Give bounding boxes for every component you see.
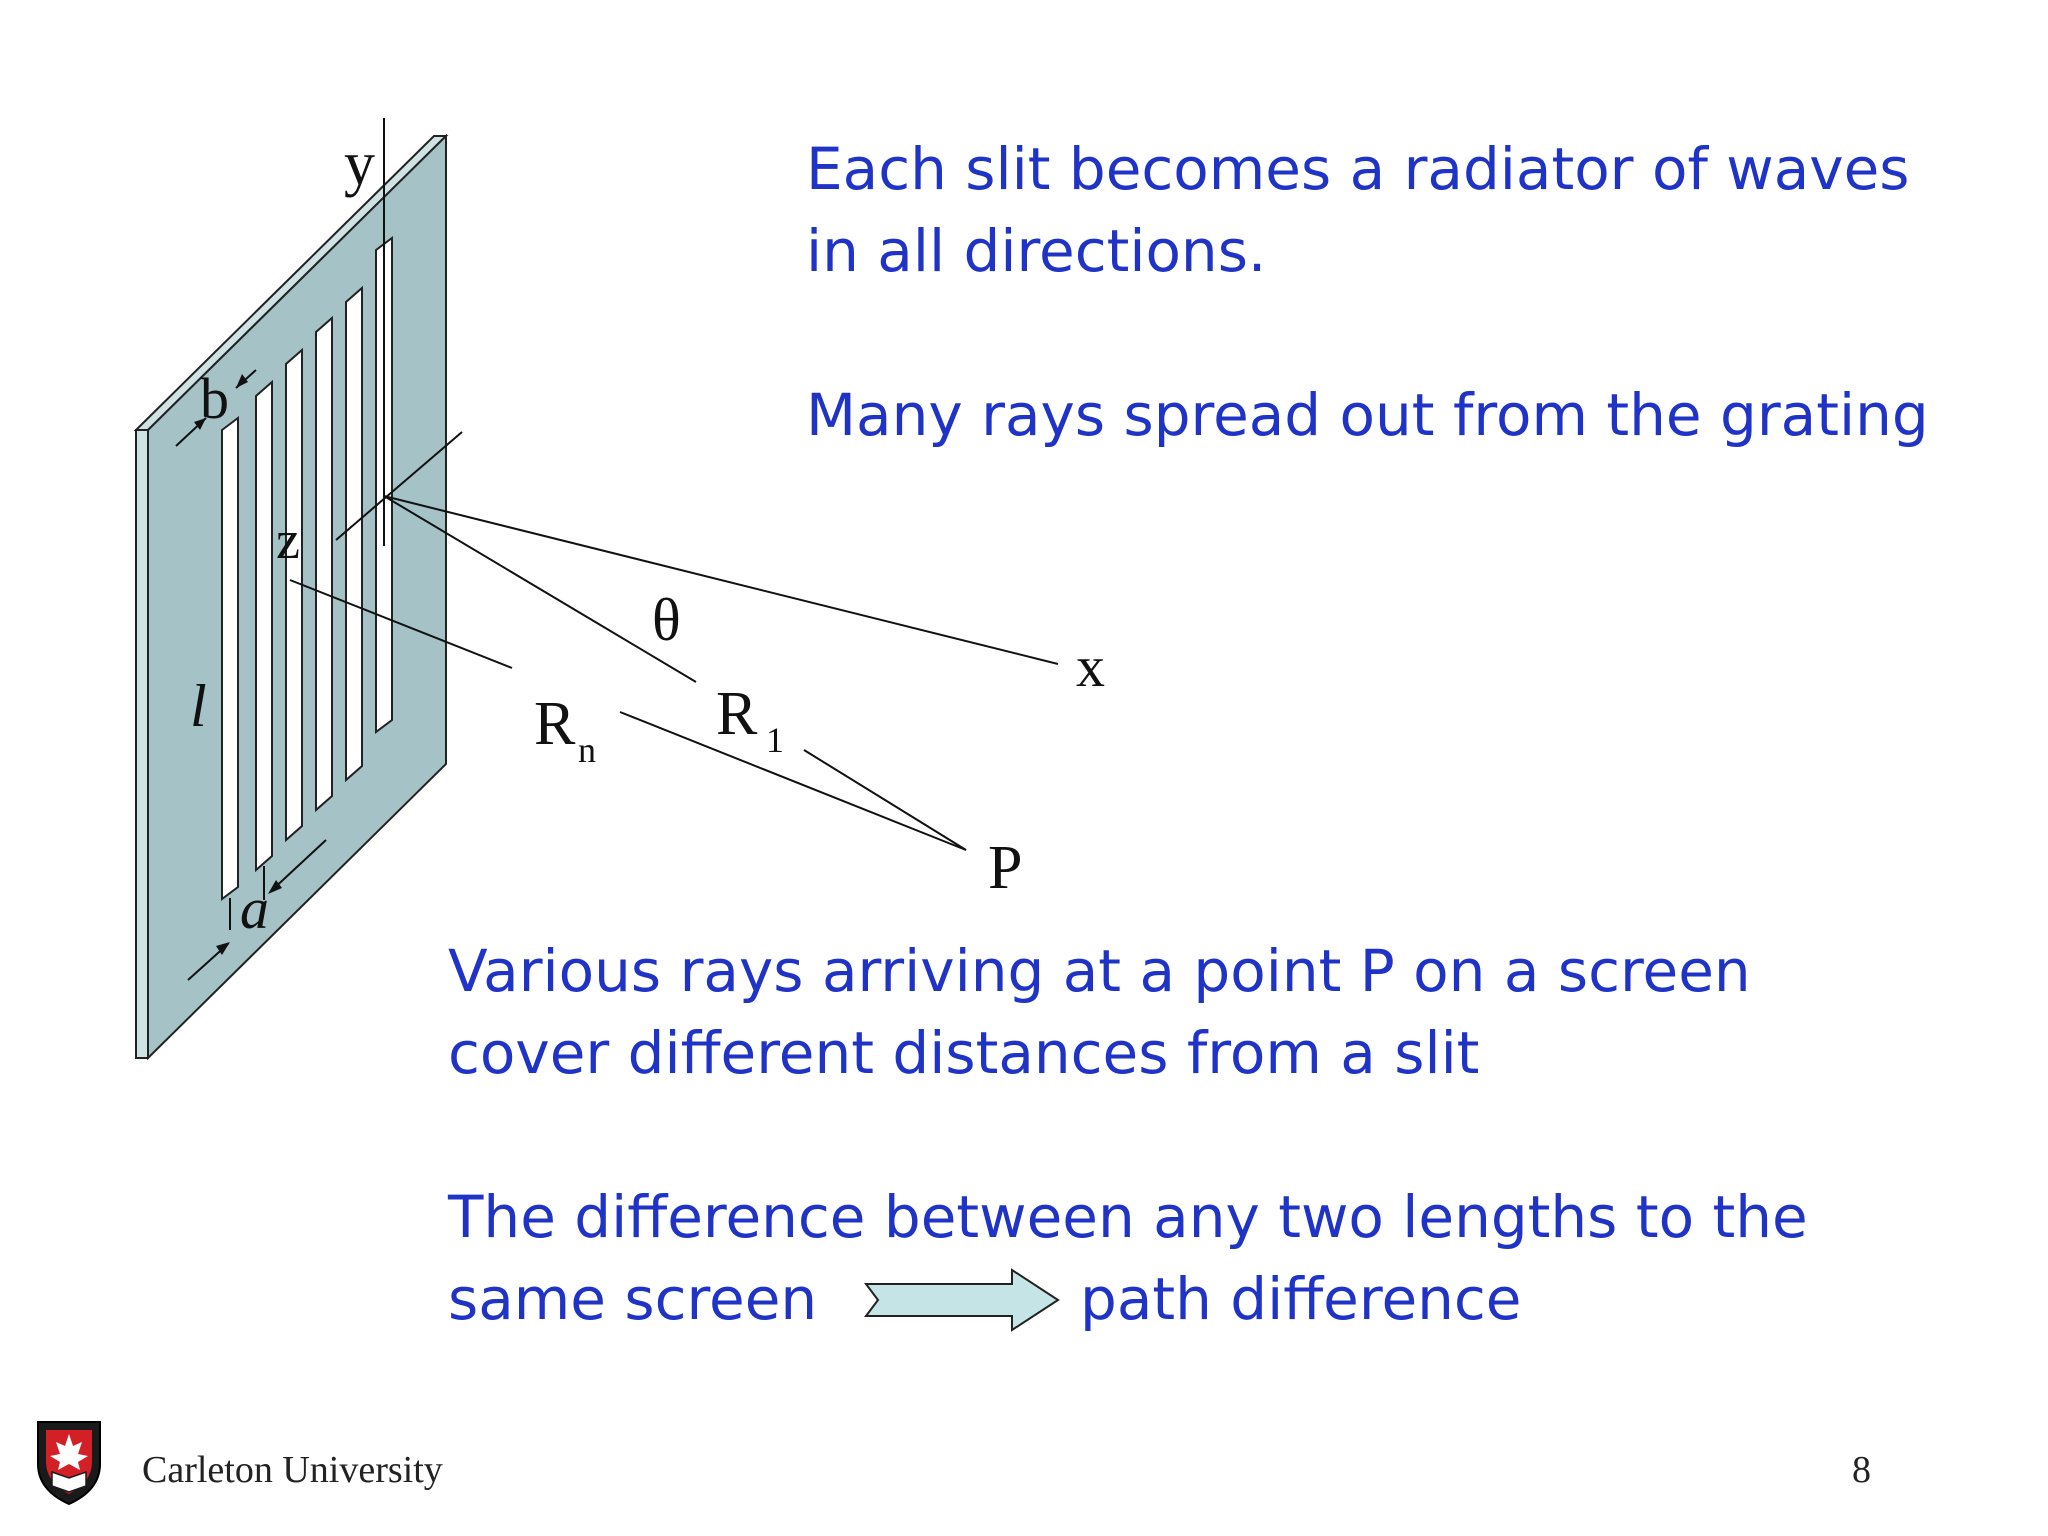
page-number: 8 xyxy=(1852,1449,1871,1491)
dimension-b-arrowhead-left xyxy=(194,418,206,430)
paragraph-4-line-2-left: same screen xyxy=(448,1265,818,1333)
ray-rn-label: R xyxy=(534,690,576,758)
paragraph-1-line-1: Each slit becomes a radiator of waves xyxy=(806,135,1910,203)
dimension-a-line-right xyxy=(269,839,327,893)
ray-r1-subscript: 1 xyxy=(766,720,784,760)
ray-r1 xyxy=(383,495,697,683)
university-crest-icon xyxy=(37,1421,101,1506)
ray-r1-label: R xyxy=(716,680,758,748)
implies-arrow xyxy=(864,1268,1060,1332)
ray-rn-continued xyxy=(619,711,967,851)
dimension-b-arrowhead-right xyxy=(236,374,248,388)
ray-rn xyxy=(289,579,513,669)
x-axis-label: x xyxy=(1076,634,1105,699)
slit xyxy=(285,347,303,843)
slit-length-label: l xyxy=(190,673,207,739)
footer-institution: Carleton University xyxy=(142,1449,443,1491)
slit-spacing-label: b xyxy=(200,366,229,431)
slit xyxy=(315,315,333,813)
slit xyxy=(345,285,363,783)
z-axis-label: z xyxy=(276,510,300,570)
z-axis-line xyxy=(335,431,463,541)
ray-rn-subscript: n xyxy=(578,730,596,770)
paragraph-3-line-1: Various rays arriving at a point P on a … xyxy=(448,937,1751,1005)
paragraph-1-line-2: in all directions. xyxy=(806,217,1267,285)
paragraph-3-line-2: cover different distances from a slit xyxy=(448,1019,1480,1087)
slit-width-label: a xyxy=(240,876,269,941)
dimension-a-arrowhead-left xyxy=(216,942,230,955)
x-axis-line xyxy=(383,495,1059,665)
dimension-a-arrowhead-right xyxy=(268,880,282,894)
grating-front-edge xyxy=(135,429,149,1059)
angle-theta-label: θ xyxy=(652,587,681,653)
y-axis-label: y xyxy=(344,130,375,198)
ray-r1-continued xyxy=(803,749,967,851)
slit xyxy=(255,379,273,873)
paragraph-4-line-1: The difference between any two lengths t… xyxy=(448,1183,1808,1251)
paragraph-2: Many rays spread out from the grating xyxy=(806,381,1929,449)
slit xyxy=(221,416,239,901)
point-p-label: P xyxy=(988,834,1022,902)
paragraph-4-line-2-right: path difference xyxy=(1080,1265,1522,1333)
